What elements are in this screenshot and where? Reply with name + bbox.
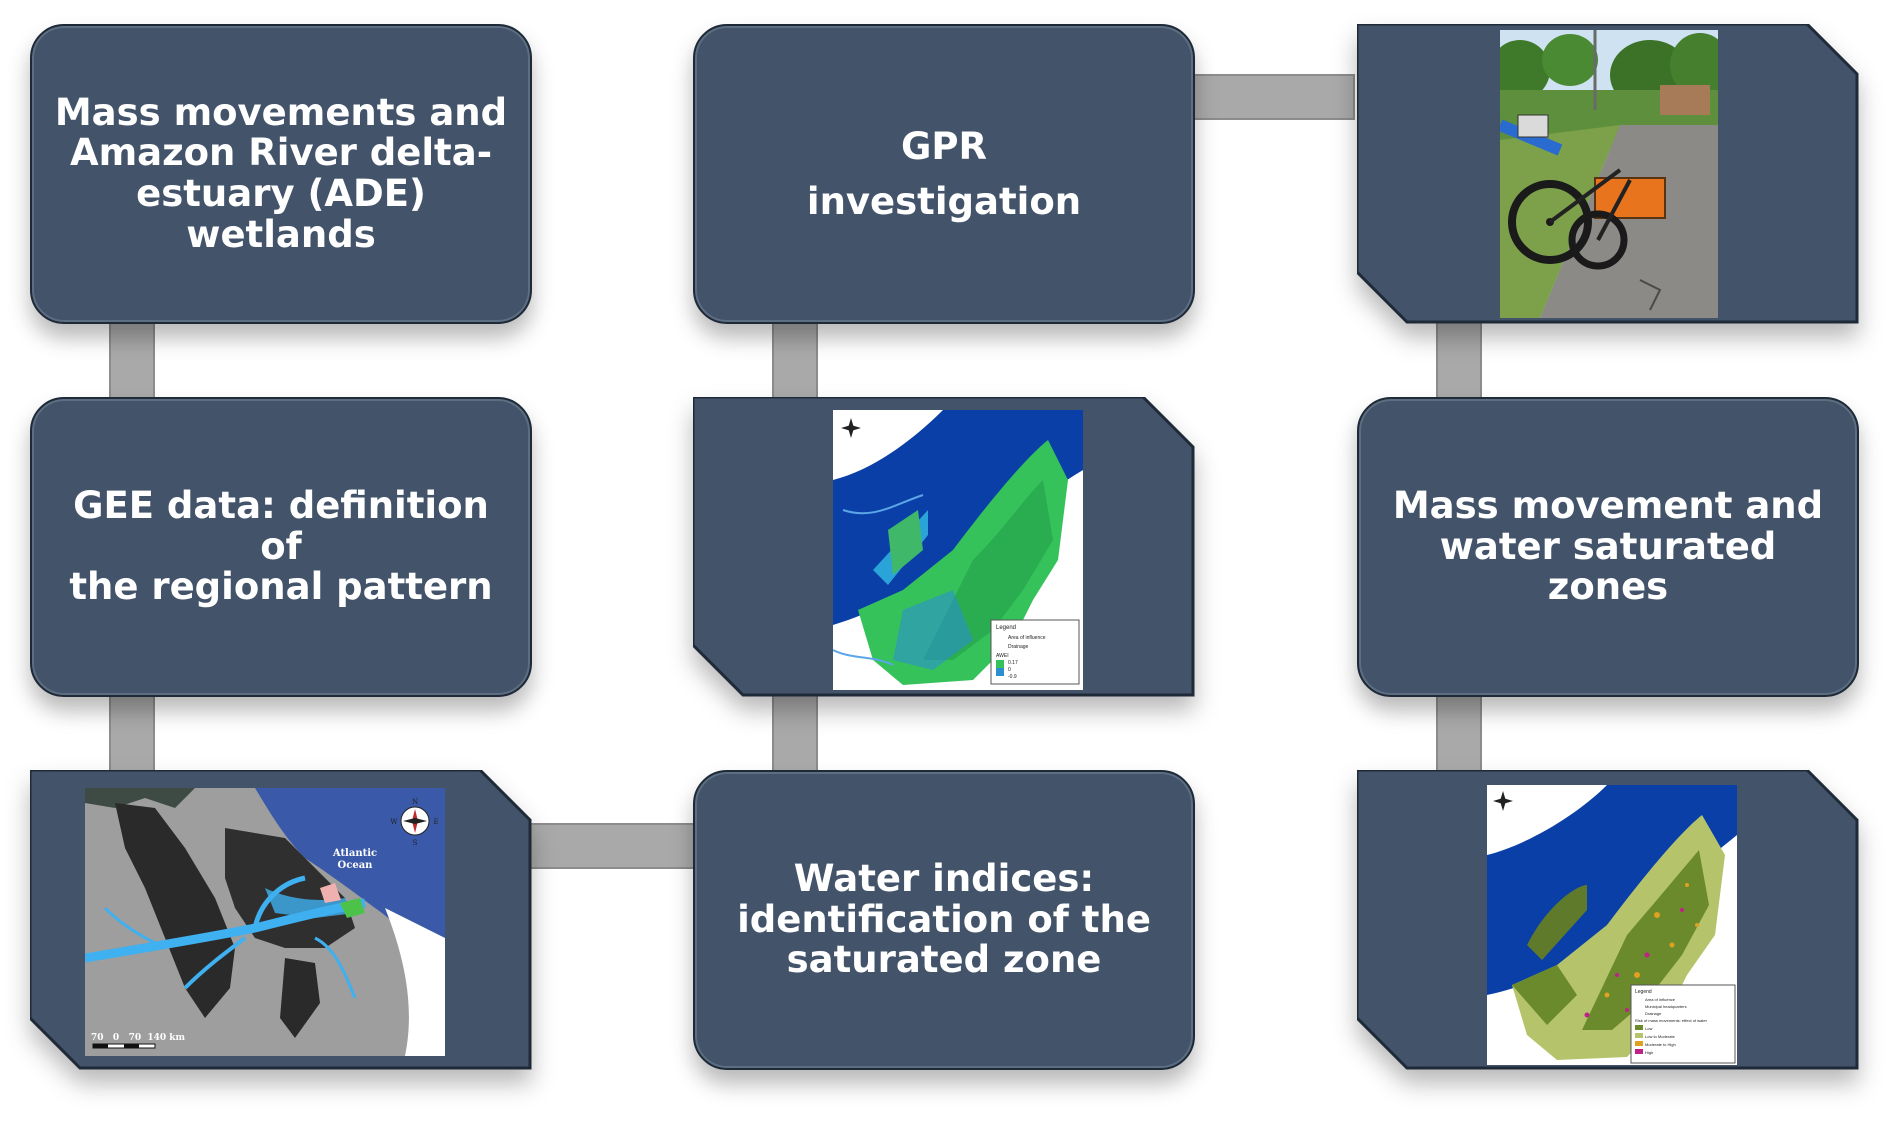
- risk-legend-item: Area of influence: [1645, 997, 1676, 1002]
- regional-map-scale-label: 70 0 70 140 km: [91, 1033, 186, 1043]
- awei-index-map: Legend Area of influence Drainage AWEI 0…: [833, 410, 1083, 690]
- box-mass-movement-saturated: Mass movement and water saturated zones: [1357, 397, 1859, 697]
- risk-compass-icon: [1493, 791, 1513, 811]
- connector-left-v2: [109, 692, 155, 772]
- awei-legend-item: Area of influence: [1008, 635, 1046, 641]
- box-water-indices-text: Water indices: identification of the sat…: [737, 856, 1151, 982]
- compass-s: S: [413, 839, 418, 847]
- risk-legend-item: High: [1645, 1050, 1653, 1055]
- box-mass-movement-saturated-text: Mass movement and water saturated zones: [1392, 483, 1824, 609]
- awei-legend-title: Legend: [996, 625, 1016, 631]
- awei-legend-item: 0: [1008, 667, 1011, 673]
- connector-top-h: [1190, 74, 1355, 120]
- awei-legend-item: Drainage: [1008, 644, 1029, 650]
- risk-legend-item: Drainage: [1645, 1011, 1662, 1016]
- compass-e: E: [433, 818, 438, 826]
- box-water-indices: Water indices: identification of the sat…: [693, 770, 1195, 1070]
- connector-mid-v2: [772, 692, 818, 772]
- awei-legend-item: 0.17: [1008, 660, 1018, 666]
- connector-bottom-h: [528, 823, 698, 869]
- risk-moderate-patches: [1604, 883, 1699, 998]
- connector-right-v2: [1436, 692, 1482, 772]
- box-mass-movements-ade-text: Mass movements and Amazon River delta- e…: [54, 90, 508, 256]
- risk-legend-item: Low to Moderate: [1645, 1034, 1676, 1039]
- risk-legend-title: Legend: [1635, 989, 1652, 995]
- risk-legend-item: Municipal headquarters: [1645, 1004, 1687, 1009]
- box-gee-data-text: GEE data: definition of the regional pat…: [69, 483, 493, 609]
- gpr-field-photo: [1500, 30, 1718, 318]
- connector-left-v1: [109, 320, 155, 400]
- box-mass-movements-ade: Mass movements and Amazon River delta- e…: [30, 24, 532, 324]
- box-gee-data: GEE data: definition of the regional pat…: [30, 397, 532, 697]
- compass-n: N: [412, 798, 418, 806]
- regional-map-ocean-label-2: Ocean: [338, 860, 374, 871]
- awei-legend-item: AWEI: [996, 653, 1009, 659]
- risk-legend-item: Risk of mass movements: effect of water: [1635, 1018, 1708, 1023]
- risk-legend-item: Moderate to High: [1645, 1042, 1676, 1047]
- risk-legend-box: [1630, 984, 1736, 1064]
- awei-legend-item: -0.9: [1008, 674, 1017, 680]
- connector-mid-v1: [772, 320, 818, 400]
- risk-legend-item: Low: [1645, 1026, 1652, 1031]
- awei-compass-icon: [841, 418, 861, 438]
- awei-legend-box: [990, 619, 1080, 685]
- compass-rose-icon: N S E W: [390, 798, 438, 847]
- connector-right-v1: [1436, 320, 1482, 400]
- box-gpr-investigation: GPR investigation: [693, 24, 1195, 324]
- regional-map-ocean-label-1: Atlantic: [332, 848, 377, 859]
- mass-movement-risk-map: Legend Area of influence Municipal headq…: [1487, 785, 1737, 1065]
- risk-high-patches: [1584, 908, 1684, 1018]
- regional-map: Atlantic Ocean N S E W 70 0 70 140 km: [85, 788, 445, 1056]
- compass-w: W: [390, 818, 398, 826]
- box-gpr-investigation-text: GPR investigation: [806, 124, 1082, 224]
